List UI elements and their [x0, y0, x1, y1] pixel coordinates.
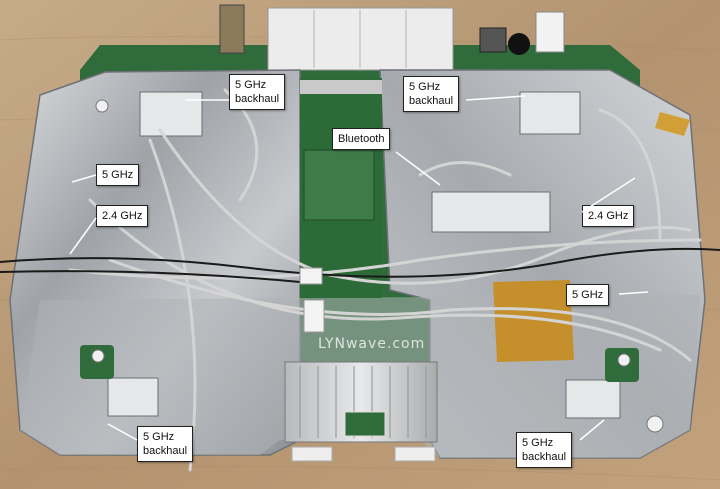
screw	[91, 349, 105, 363]
heat-sink	[284, 361, 438, 443]
label-bluetooth: Bluetooth	[332, 128, 391, 150]
label-5ghz-backhaul-top-left: 5 GHz backhaul	[229, 74, 286, 110]
screw	[95, 99, 109, 113]
label-5ghz-backhaul-top-right: 5 GHz backhaul	[403, 76, 460, 112]
antenna-bracket-top-right	[519, 91, 581, 135]
mini-pcie-slot	[303, 149, 375, 221]
power-jack	[535, 11, 565, 53]
cable-clips	[299, 267, 325, 333]
screw	[617, 353, 631, 367]
label-5ghz-left: 5 GHz	[96, 164, 140, 186]
kapton-tape-small	[655, 112, 690, 136]
heat-sink-connector	[344, 411, 386, 437]
antenna-bracket-bottom-right	[565, 379, 621, 419]
label-5ghz-backhaul-bottom-left: 5 GHz backhaul	[137, 426, 194, 462]
label-5ghz-right: 5 GHz	[566, 284, 610, 306]
kapton-tape	[493, 280, 574, 362]
antenna-bracket-bluetooth	[431, 191, 551, 233]
connector-strip	[300, 80, 382, 94]
black-cables	[0, 247, 720, 283]
antenna-bracket-bottom-left	[107, 377, 159, 417]
label-2-4ghz-right: 2.4 GHz	[582, 205, 635, 227]
watermark-text: LYNwave.com	[318, 336, 426, 352]
usb-port	[479, 27, 507, 53]
antenna-cables	[68, 88, 702, 472]
usb-connector	[219, 4, 245, 54]
capacitor	[508, 33, 530, 55]
label-2-4ghz-left: 2.4 GHz	[96, 205, 149, 227]
screw	[646, 415, 664, 433]
antenna-bracket-top-left	[139, 91, 203, 137]
label-5ghz-backhaul-bottom-right: 5 GHz backhaul	[516, 432, 573, 468]
